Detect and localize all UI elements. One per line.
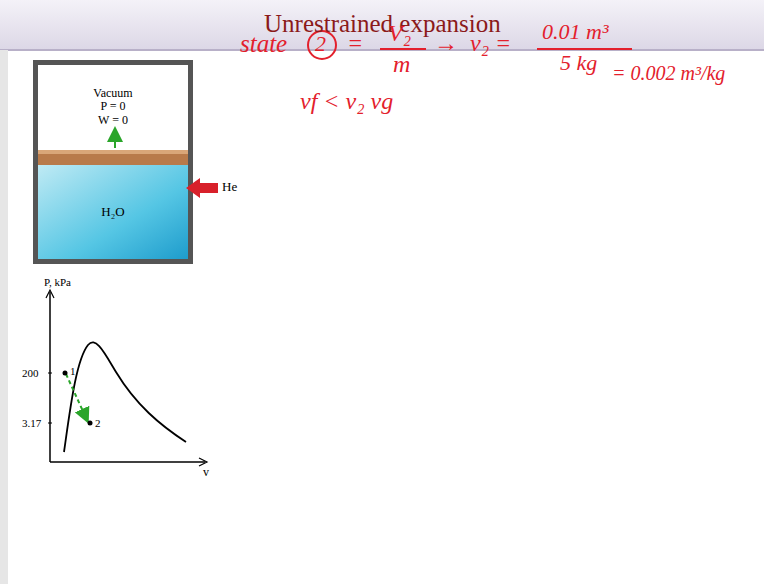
note-text: state [240,30,287,58]
band-rule [0,49,764,51]
water-region [38,165,188,259]
heat-label: He [222,180,237,194]
note-text: 5 kg [560,51,597,75]
note-text: v₂ = [470,30,511,56]
axis-title: P, kPa [44,276,71,288]
state-number: 1 [70,365,76,377]
note-text: = [347,30,363,56]
region-text: Vacuum [93,87,132,100]
heat-arrow [186,178,218,198]
note-text: → [434,30,458,56]
note-text: vf < v₂ vg [300,88,393,114]
region-text: P = 0 [101,100,126,113]
piston-highlight [38,150,188,154]
fraction-bar [380,48,426,50]
fraction-bar [537,48,632,50]
cylinder-wall [33,60,193,264]
work-arrow [114,130,116,148]
state-point [63,371,68,376]
state-number: 2 [95,417,101,429]
region-text: W = 0 [98,114,128,127]
left-margin [0,50,8,584]
tick-value: 200 [22,367,39,379]
cylinder-inside [38,65,188,259]
saturation-dome [64,342,186,452]
water-region-label: H₂O [38,166,188,258]
process-path [66,374,87,420]
axis-title: v [203,466,209,479]
vacuum-region: VacuumP = 0W = 0 [38,66,188,148]
p-axis [49,292,51,462]
note-text: m [393,51,410,77]
note-text: = 0.002 m³/kg [612,62,725,84]
note-text: 0.01 m³ [542,20,608,44]
title-band [0,0,764,50]
v-axis [50,461,205,463]
note-text: 2 [315,32,326,56]
region-text: H₂O [101,205,124,219]
note-text: V₂ [388,20,411,46]
tick-value: 3.17 [22,417,41,429]
state-point [88,421,93,426]
piston [38,150,188,165]
slide-title: Unrestrained expansion [264,10,501,38]
